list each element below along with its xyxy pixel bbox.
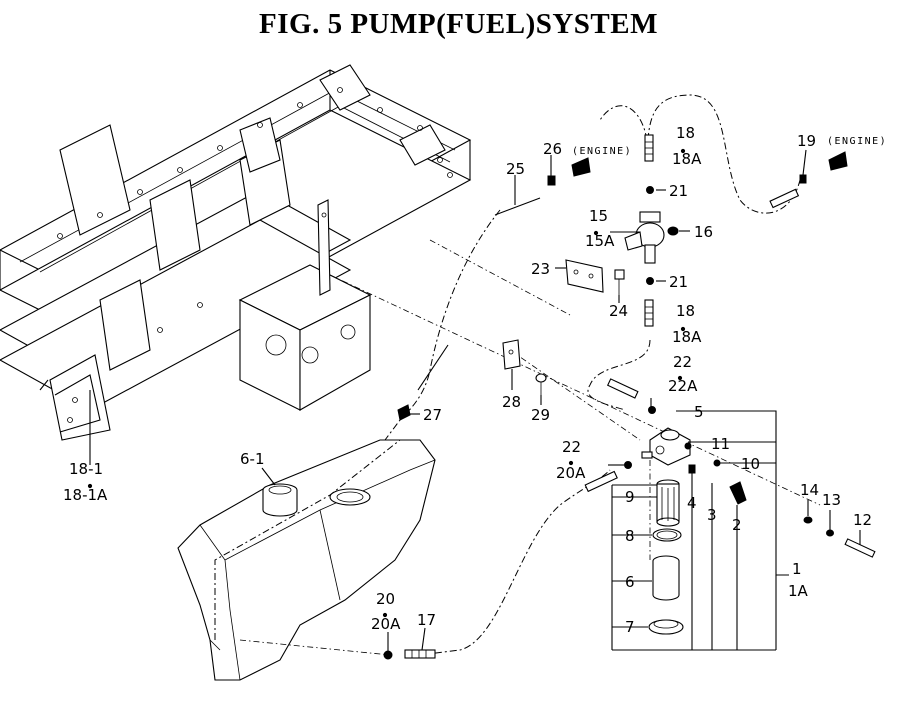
callout-15: 15 [589, 207, 608, 225]
engine-label-left: (ENGINE) [572, 146, 632, 157]
callout-22-lower: 22 [562, 438, 581, 456]
callout-8: 8 [625, 527, 635, 545]
ring-nut-7 [648, 619, 684, 635]
callout-7: 7 [625, 618, 635, 636]
callout-17: 17 [417, 611, 436, 629]
engine-arrow-left [571, 157, 591, 177]
engine-label-right: (ENGINE) [827, 136, 887, 147]
callout-18a-top: 18A [672, 150, 702, 168]
clamp-26 [547, 175, 556, 186]
callout-10: 10 [741, 455, 760, 473]
frame-assembly [0, 64, 472, 465]
callout-27: 27 [423, 406, 442, 424]
callout-18-1a: 18-1A [63, 486, 108, 504]
callout-25: 25 [506, 160, 525, 178]
callout-14: 14 [800, 481, 819, 499]
frame-holes [57, 87, 453, 423]
callout-6: 6 [625, 573, 635, 591]
callout-26: 26 [543, 140, 562, 158]
callout-dots [87, 148, 686, 618]
callout-18-1: 18-1 [69, 460, 103, 478]
callout-6-1: 6-1 [240, 450, 265, 468]
figure-title: FIG. 5 PUMP(FUEL)SYSTEM [259, 8, 658, 40]
callout-5: 5 [694, 403, 704, 421]
callout-18a-lower: 18A [672, 328, 702, 346]
callout-16: 16 [694, 223, 713, 241]
callout-9: 9 [625, 488, 635, 506]
callout-labels: 1 1A 2 3 4 5 6 6-1 7 8 9 10 11 12 13 14 … [63, 124, 872, 636]
callout-20: 20 [376, 590, 395, 608]
filter-assembly-1 [641, 427, 691, 466]
callout-15a: 15A [585, 232, 615, 250]
callout-2: 2 [732, 516, 742, 534]
callout-18-top: 18 [676, 124, 695, 142]
callout-12: 12 [853, 511, 872, 529]
engine-labels: (ENGINE) (ENGINE) [572, 136, 887, 157]
callout-19: 19 [797, 132, 816, 150]
callout-11: 11 [711, 435, 730, 453]
callout-1a: 1A [788, 582, 809, 600]
callout-29: 29 [531, 406, 550, 424]
callout-20a: 20A [371, 615, 401, 633]
fuel-pump-15 [624, 211, 665, 264]
callout-28: 28 [502, 393, 521, 411]
callout-24: 24 [609, 302, 628, 320]
fuel-parts [383, 134, 876, 660]
callout-21-lower: 21 [669, 273, 688, 291]
fuel-tank [177, 439, 436, 681]
callout-4: 4 [687, 494, 697, 512]
callout-18-lower: 18 [676, 302, 695, 320]
fuel-lines [239, 94, 821, 656]
bowl-6 [652, 555, 680, 601]
callout-20a-lower: 20A [556, 464, 586, 482]
callout-23: 23 [531, 260, 550, 278]
callout-1: 1 [792, 560, 802, 578]
callout-3: 3 [707, 506, 717, 524]
filter-element-9 [656, 479, 680, 527]
callout-leaders [261, 149, 861, 651]
callout-21-upper: 21 [669, 182, 688, 200]
callout-13: 13 [822, 491, 841, 509]
callout-22a-upper: 22A [668, 377, 698, 395]
callout-22-upper: 22 [673, 353, 692, 371]
